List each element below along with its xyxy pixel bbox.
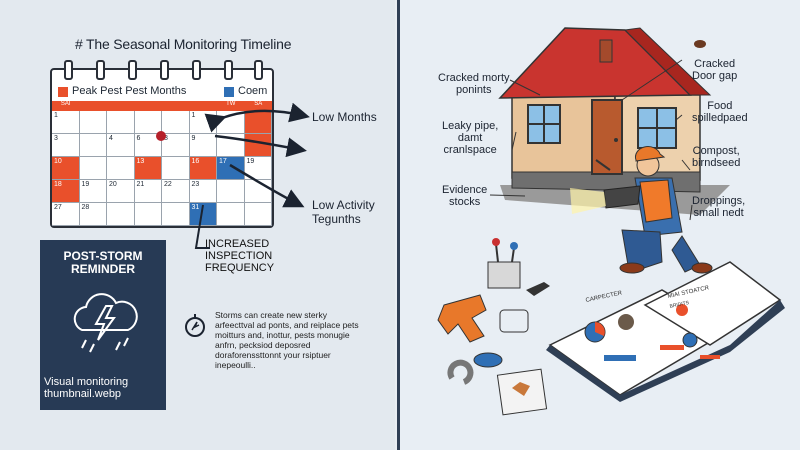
label-food: Food spilledpaed	[692, 100, 748, 124]
calendar-cell: 31	[189, 203, 217, 226]
calendar-ring	[96, 60, 105, 80]
calendar-cell: 10	[52, 157, 80, 180]
label-leaky-pipe: Leaky pipe, damt cranlspace	[442, 120, 499, 156]
pointing-hand	[595, 159, 611, 171]
calendar-ring	[64, 60, 73, 80]
calendar-cell: 22	[162, 180, 190, 203]
calendar-cell: 9	[189, 134, 217, 157]
calendar-cell: 19	[244, 157, 272, 180]
calendar-cell	[79, 111, 107, 134]
calendar-cell: 28	[79, 203, 107, 226]
calendar-cell	[134, 111, 162, 134]
sample-stain	[512, 382, 530, 396]
worker-legs	[621, 229, 663, 269]
reminder-footer: Visual monitoring thumbnail.webp	[44, 376, 129, 400]
calendar-cell	[107, 203, 135, 226]
label-evidence: Evidence stocks	[442, 184, 488, 208]
book-sub: BRIDITS	[669, 300, 690, 310]
calendar-cell: 8	[162, 134, 190, 157]
low-months-arrow	[204, 102, 310, 133]
calendar-ring	[224, 60, 233, 80]
legend-peak-label: Peak Pest Pest Months	[72, 85, 187, 97]
calendar-cell	[217, 180, 245, 203]
safety-vest	[639, 179, 673, 223]
chimney	[599, 39, 613, 63]
door	[591, 99, 623, 175]
mouse-icon	[694, 40, 706, 48]
bait-station	[437, 294, 487, 343]
calendar-cell: 18	[52, 180, 80, 203]
low-months-label: Low Months	[312, 110, 377, 124]
storm-text: Storms can create new sterky arfeecttval…	[215, 310, 359, 370]
timeline-arrows	[156, 102, 310, 249]
calendar-cell	[162, 157, 190, 180]
calendar-cell: 27	[52, 203, 80, 226]
reminder-title: POST-STORM REMINDER	[63, 249, 143, 276]
book-header-left: CARPECTER	[585, 290, 623, 304]
mid-arrow	[214, 134, 307, 158]
increase-arrow	[194, 204, 210, 249]
calendar-cell	[79, 157, 107, 180]
flashlight-beam	[570, 188, 606, 214]
label-droppings: Droppings, small nedt	[692, 195, 746, 219]
calendar-ring	[128, 60, 137, 80]
trap	[499, 309, 529, 333]
calendar-cell: 19	[79, 180, 107, 203]
bait-disc	[473, 352, 503, 368]
calendar-cell: 23	[189, 180, 217, 203]
calendar-cell: 3	[52, 134, 80, 157]
calendar-cell: 20	[107, 180, 135, 203]
mosquito-icon	[526, 282, 550, 296]
calendar-ring	[192, 60, 201, 80]
boot	[619, 262, 645, 274]
right-panel: CARPECTER MIAI STOATCR BRIDITS Cracked m…	[400, 0, 800, 450]
increased-frequency-label: INCREASED INSPECTION FREQUENCY	[205, 238, 275, 274]
timeline-title: # The Seasonal Monitoring Timeline	[75, 36, 292, 52]
peak-swatch	[58, 87, 68, 97]
post-storm-reminder: POST-STORM REMINDER Visual monitoring th…	[40, 240, 166, 410]
flashlight	[603, 185, 641, 209]
calendar-ring	[160, 60, 169, 80]
calendar-cell: 17	[217, 157, 245, 180]
calendar-legend: Peak Pest Pest Months Coem	[52, 84, 272, 100]
calendar-cell	[107, 157, 135, 180]
calendar-cell: 1	[52, 111, 80, 134]
calendar-ring	[254, 60, 263, 80]
panel-divider	[397, 0, 400, 450]
calendar-cell: 16	[189, 157, 217, 180]
low-activity-arrow	[229, 163, 305, 208]
calendar-cell: 6	[134, 134, 162, 157]
boot	[691, 262, 713, 274]
drop-icon	[156, 131, 166, 141]
day-header: SAI	[60, 101, 71, 107]
calendar-cell	[107, 111, 135, 134]
rope	[447, 359, 474, 385]
low-activity-label: Low Activity Tegunths	[312, 198, 375, 226]
calendar-cell	[244, 180, 272, 203]
hard-hat	[635, 146, 666, 162]
storm-cloud-icon	[73, 293, 138, 353]
calendar-cell: 13	[134, 157, 162, 180]
calendar-cell	[162, 203, 190, 226]
day-header-row	[52, 101, 272, 111]
left-panel: # The Seasonal Monitoring Timeline Peak …	[0, 0, 395, 450]
moisture-meter	[487, 261, 521, 289]
legend-low-label: Coem	[238, 85, 268, 97]
calendar-cell: 21	[134, 180, 162, 203]
calendar-cell	[244, 203, 272, 226]
calendar-cell	[217, 203, 245, 226]
calendar-cell	[79, 134, 107, 157]
calendar-cell	[217, 134, 245, 157]
label-door-gap: Cracked Door gap	[692, 58, 738, 82]
label-compost: Compost, birndseed	[692, 145, 741, 169]
house-illustration: CARPECTER MIAI STOATCR BRIDITS	[437, 27, 785, 416]
calendar-cell: 4	[107, 134, 135, 157]
label-cracked-mortar: Cracked morty ponints	[438, 72, 510, 96]
calendar-cell	[162, 111, 190, 134]
low-swatch	[224, 87, 234, 97]
roof-edge	[623, 27, 712, 96]
stopwatch-icon	[185, 314, 205, 337]
calendar-cell	[134, 203, 162, 226]
